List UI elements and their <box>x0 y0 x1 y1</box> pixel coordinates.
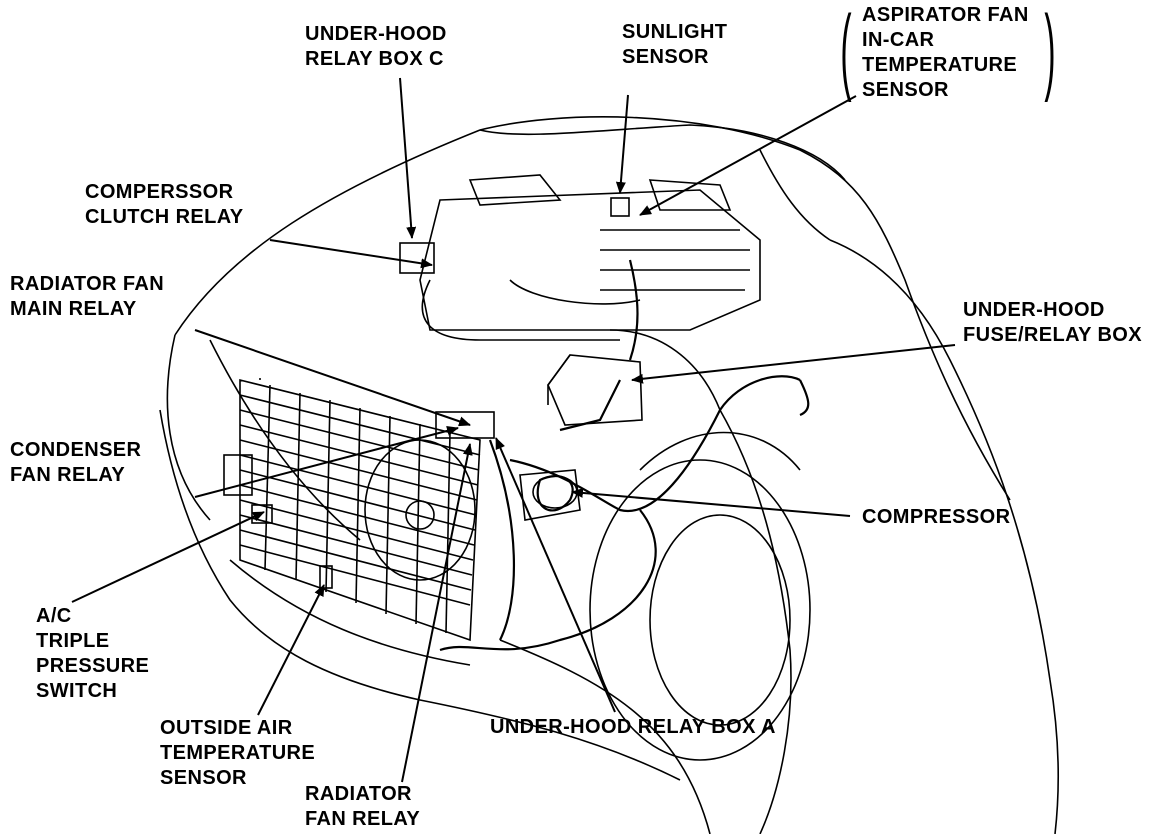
label-line: UNDER-HOOD <box>305 23 447 45</box>
label-line: UNDER-HOOD RELAY BOX A <box>490 716 776 738</box>
label-line: FAN RELAY <box>305 808 421 830</box>
label-relay-box-a: UNDER-HOOD RELAY BOX A <box>490 715 776 740</box>
leader-clutch-relay <box>269 239 433 269</box>
brace-close: ) <box>1044 0 1056 103</box>
label-fuse-relay-box: UNDER-HOOD FUSE/RELAY BOX <box>963 298 1142 348</box>
label-condenser-fan-relay: CONDENSER FAN RELAY <box>10 438 141 488</box>
label-line: TEMPERATURE <box>160 742 316 764</box>
label-line: CLUTCH RELAY <box>85 206 244 228</box>
label-line: ASPIRATOR FAN <box>862 4 1029 26</box>
label-compressor: COMPRESSOR <box>862 505 1010 530</box>
label-line: IN-CAR <box>862 29 935 51</box>
label-line: SENSOR <box>622 46 709 68</box>
label-line: COMPERSSOR <box>85 181 234 203</box>
label-line: A/C <box>36 605 72 627</box>
leader-relay-box-c <box>399 77 417 239</box>
car-body-outline <box>159 116 1060 834</box>
label-line: SUNLIGHT <box>622 21 728 43</box>
leader-lines <box>71 77 956 783</box>
label-line: FUSE/RELAY BOX <box>963 324 1142 346</box>
label-line: RADIATOR FAN <box>10 273 165 295</box>
label-line: FAN RELAY <box>10 464 126 486</box>
label-radiator-fan-relay: RADIATOR FAN RELAY <box>305 782 420 832</box>
front-wheel <box>589 431 811 761</box>
leader-sunlight-sensor <box>615 94 629 194</box>
label-line: RADIATOR <box>305 783 412 805</box>
label-aspirator: ASPIRATOR FAN IN-CAR TEMPERATURE SENSOR <box>862 3 1029 103</box>
hvac-unit <box>399 174 761 341</box>
label-line: RELAY BOX C <box>305 48 444 70</box>
leader-radiator-fan-relay <box>401 443 473 783</box>
label-rad-fan-main-relay: RADIATOR FAN MAIN RELAY <box>10 272 164 322</box>
fuse-relay-box-shape <box>547 354 643 426</box>
label-line: SENSOR <box>862 79 949 101</box>
label-line: COMPRESSOR <box>862 506 1011 528</box>
leader-outside-air-sensor <box>257 584 325 716</box>
leader-relay-box-a <box>495 437 616 713</box>
label-line: OUTSIDE AIR <box>160 717 293 739</box>
hoses-and-harness <box>439 259 810 652</box>
label-sunlight-sensor: SUNLIGHT SENSOR <box>622 20 727 70</box>
label-line: TEMPERATURE <box>862 54 1018 76</box>
label-outside-air-sensor: OUTSIDE AIR TEMPERATURE SENSOR <box>160 716 315 791</box>
leader-fuse-relay-box <box>631 344 956 384</box>
label-clutch-relay: COMPERSSOR CLUTCH RELAY <box>85 180 244 230</box>
label-line: CONDENSER <box>10 439 142 461</box>
leader-compressor <box>571 487 851 517</box>
leader-condenser-fan-relay <box>194 425 459 498</box>
brace-open: ( <box>840 0 852 103</box>
label-line: MAIN RELAY <box>10 298 137 320</box>
condenser-radiator <box>223 378 495 642</box>
label-relay-box-c: UNDER-HOOD RELAY BOX C <box>305 22 447 72</box>
leader-triple-switch <box>71 511 265 603</box>
label-line: SENSOR <box>160 767 247 789</box>
label-line: UNDER-HOOD <box>963 299 1105 321</box>
label-triple-switch: A/C TRIPLE PRESSURE SWITCH <box>36 604 149 704</box>
label-line: TRIPLE <box>36 630 110 652</box>
leader-aspirator <box>639 95 857 216</box>
leader-rad-fan-main-relay <box>194 329 471 427</box>
label-line: PRESSURE <box>36 655 150 677</box>
label-line: SWITCH <box>36 680 118 702</box>
